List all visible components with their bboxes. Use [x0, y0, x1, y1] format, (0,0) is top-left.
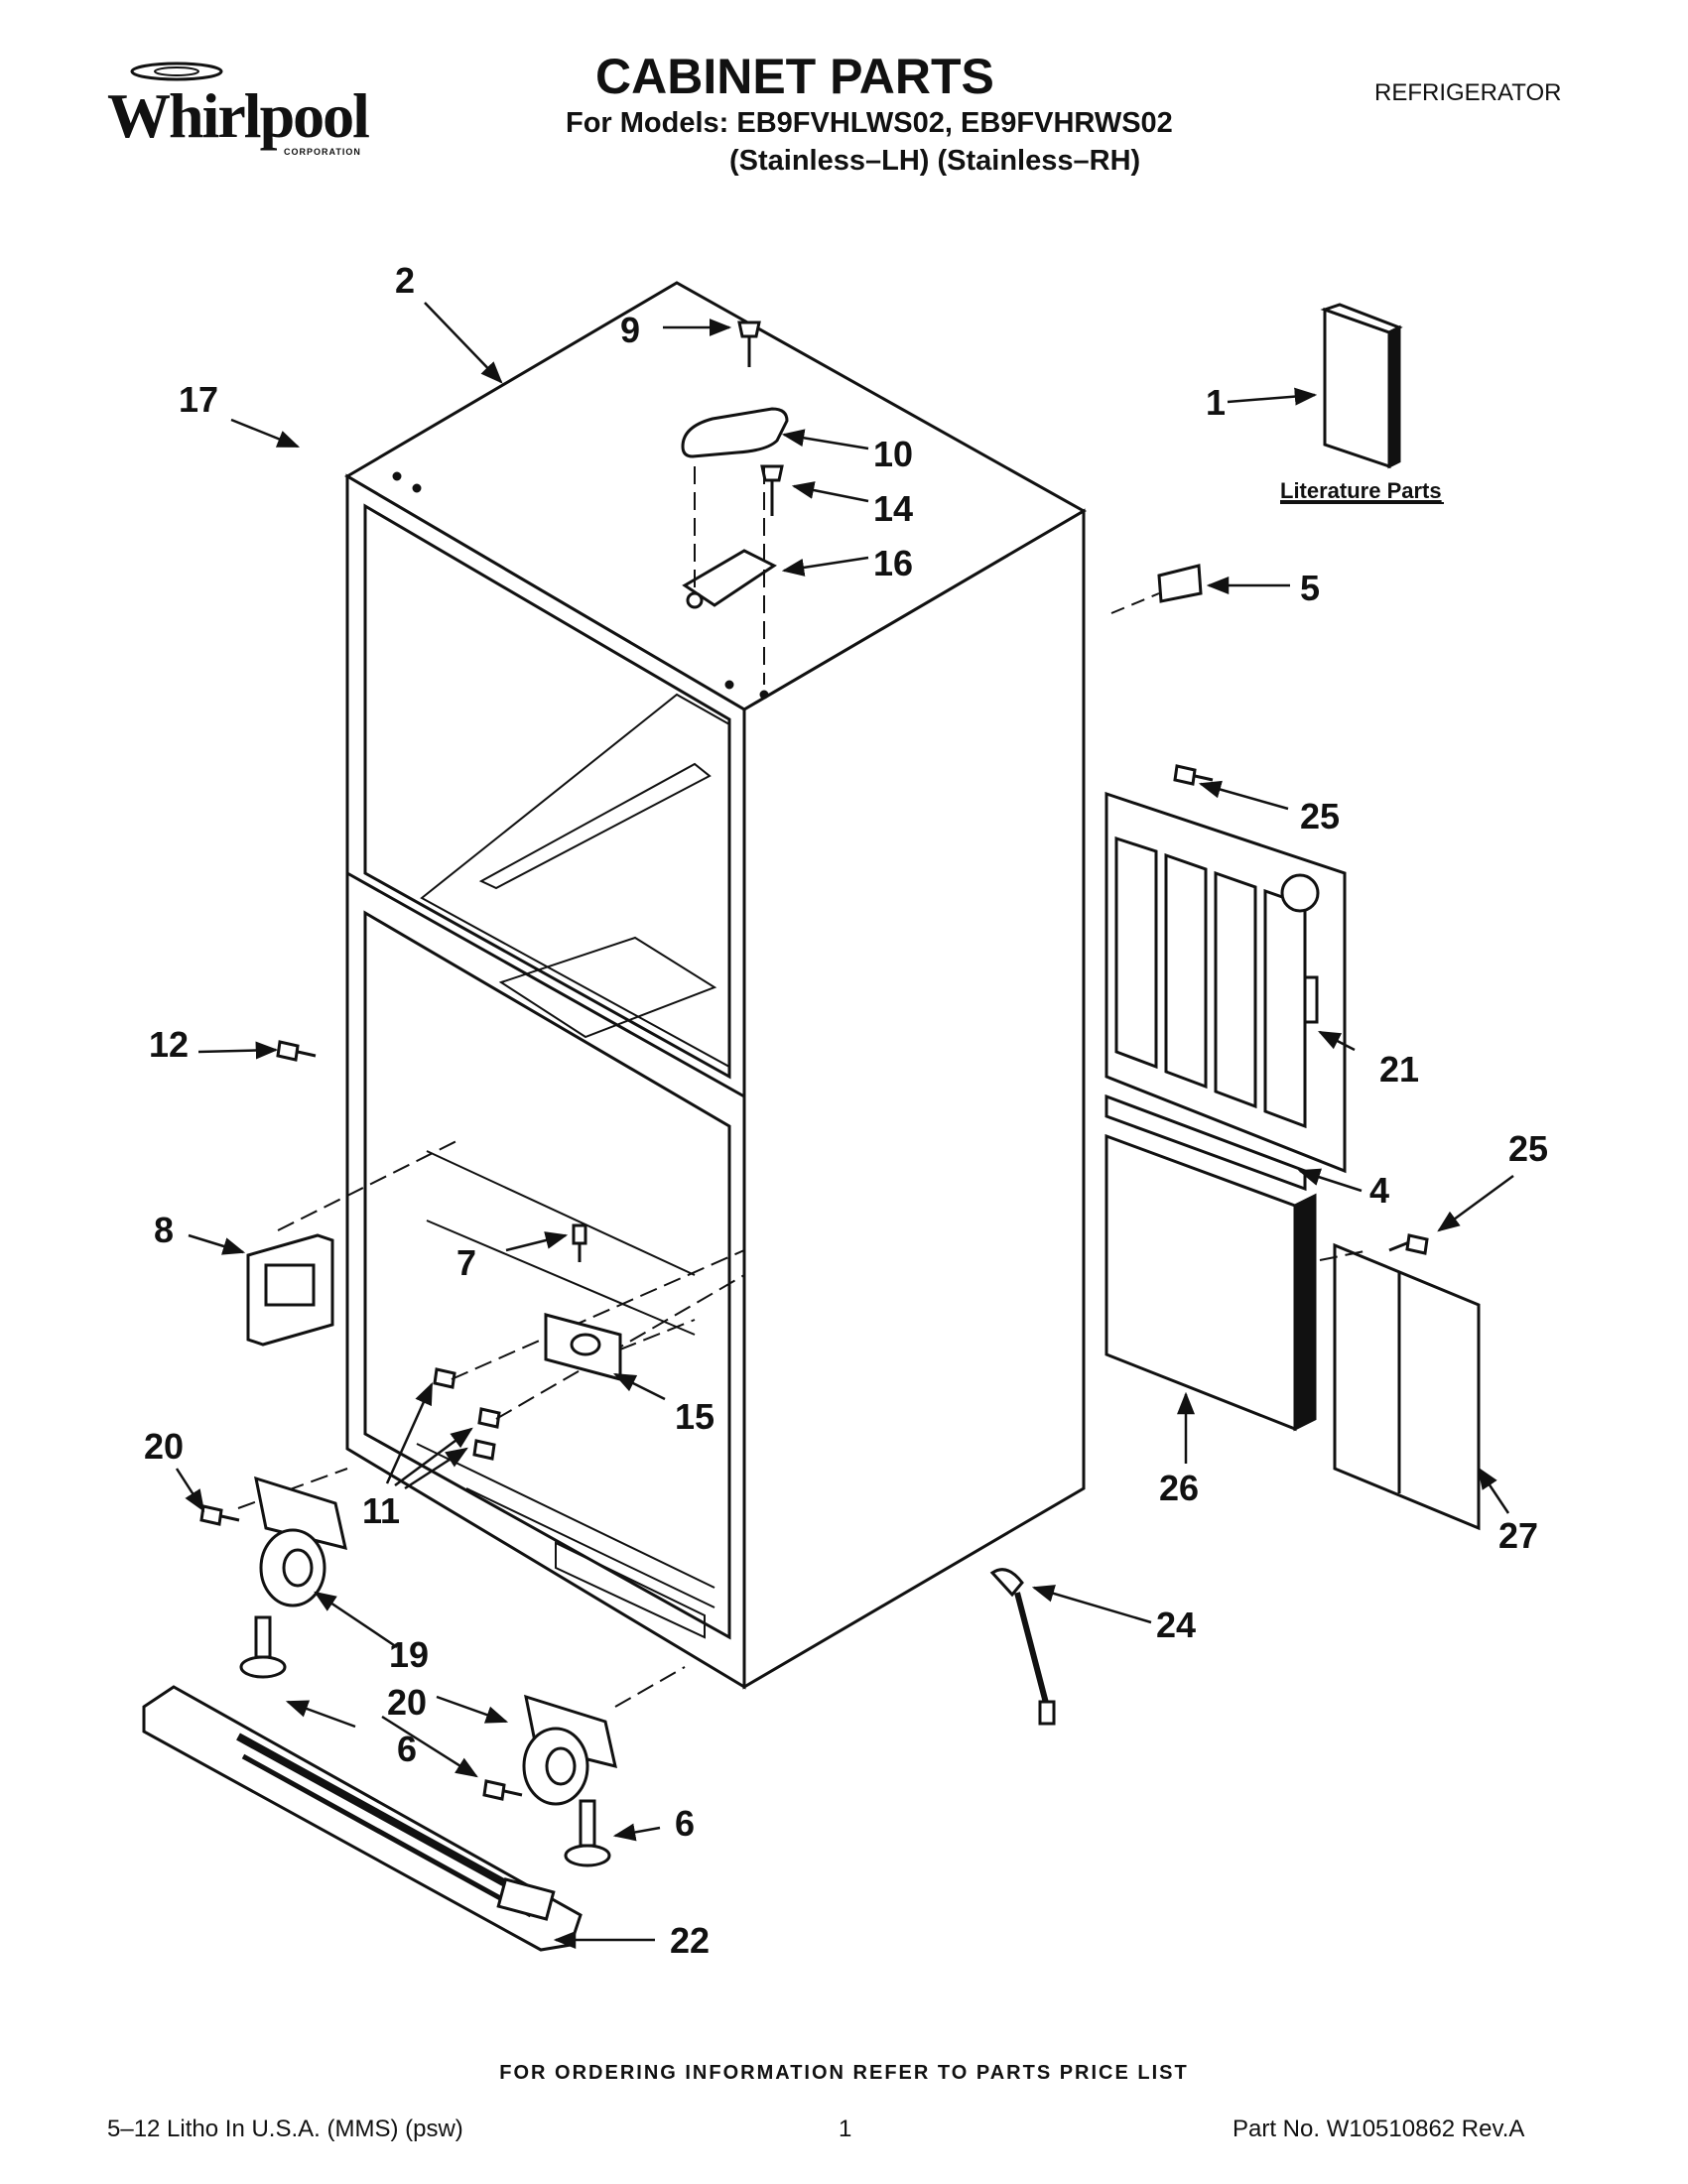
callout-5: 5	[1300, 568, 1320, 608]
callout-19: 19	[389, 1634, 429, 1675]
callout-25-top: 25	[1300, 796, 1340, 836]
callout-24: 24	[1156, 1605, 1196, 1645]
control-module	[246, 1233, 334, 1347]
callout-16: 16	[873, 543, 913, 583]
callout-6-left: 6	[397, 1729, 417, 1769]
callout-9: 9	[620, 310, 640, 350]
rear-cover	[1333, 1242, 1481, 1531]
page-title: CABINET PARTS	[595, 49, 994, 104]
callout-14: 14	[873, 488, 913, 529]
litho-info: 5–12 Litho In U.S.A. (MMS) (psw)	[107, 2116, 463, 2142]
power-cord	[989, 1568, 1056, 1726]
callout-17: 17	[179, 379, 218, 420]
access-panel	[1104, 1133, 1317, 1432]
callout-25-bottom: 25	[1508, 1128, 1548, 1169]
rear-strip	[1104, 1093, 1307, 1192]
callout-20-right: 20	[387, 1682, 427, 1723]
callout-15: 15	[675, 1396, 714, 1437]
callout-11: 11	[362, 1490, 400, 1531]
ordering-note: FOR ORDERING INFORMATION REFER TO PARTS …	[499, 2062, 1189, 2084]
lower-hinge-bracket	[544, 1313, 622, 1381]
literature-booklet	[1320, 303, 1403, 469]
callout-21: 21	[1379, 1049, 1419, 1090]
callout-1: 1	[1206, 382, 1226, 423]
callout-12: 12	[149, 1024, 189, 1065]
brand-sub: CORPORATION	[284, 147, 361, 157]
label-part	[1157, 564, 1203, 603]
product-type: REFRIGERATOR	[1374, 79, 1562, 106]
callout-leaders	[175, 302, 1514, 1949]
callout-20-left: 20	[144, 1426, 184, 1467]
screws	[199, 764, 1429, 1801]
callout-22: 22	[670, 1920, 710, 1961]
whirlpool-logo: Whirlpool CORPORATION	[107, 62, 375, 161]
literature-parts-label: Literature Parts	[1280, 478, 1442, 503]
page-number: 1	[839, 2116, 852, 2142]
callout-10: 10	[873, 434, 913, 474]
brand-name: Whirlpool	[107, 80, 370, 151]
logo-swirl-icon	[130, 62, 223, 81]
callout-2: 2	[395, 260, 415, 301]
front-roller-left	[239, 1476, 347, 1679]
callout-4: 4	[1369, 1170, 1389, 1211]
cabinet-shell	[344, 281, 1088, 1690]
callout-27: 27	[1498, 1515, 1538, 1556]
model-variants: (Stainless–LH) (Stainless–RH)	[729, 145, 1141, 177]
callout-7: 7	[456, 1242, 476, 1283]
callout-6-right: 6	[675, 1803, 695, 1844]
rear-grille	[1104, 791, 1347, 1174]
front-roller-right	[522, 1694, 617, 1867]
callout-8: 8	[154, 1210, 174, 1250]
base-grille	[142, 1685, 583, 1952]
callout-26: 26	[1159, 1468, 1199, 1508]
part-number: Part No. W10510862 Rev.A	[1233, 2116, 1525, 2142]
model-numbers: For Models: EB9FVHLWS02, EB9FVHRWS02	[566, 107, 1173, 139]
